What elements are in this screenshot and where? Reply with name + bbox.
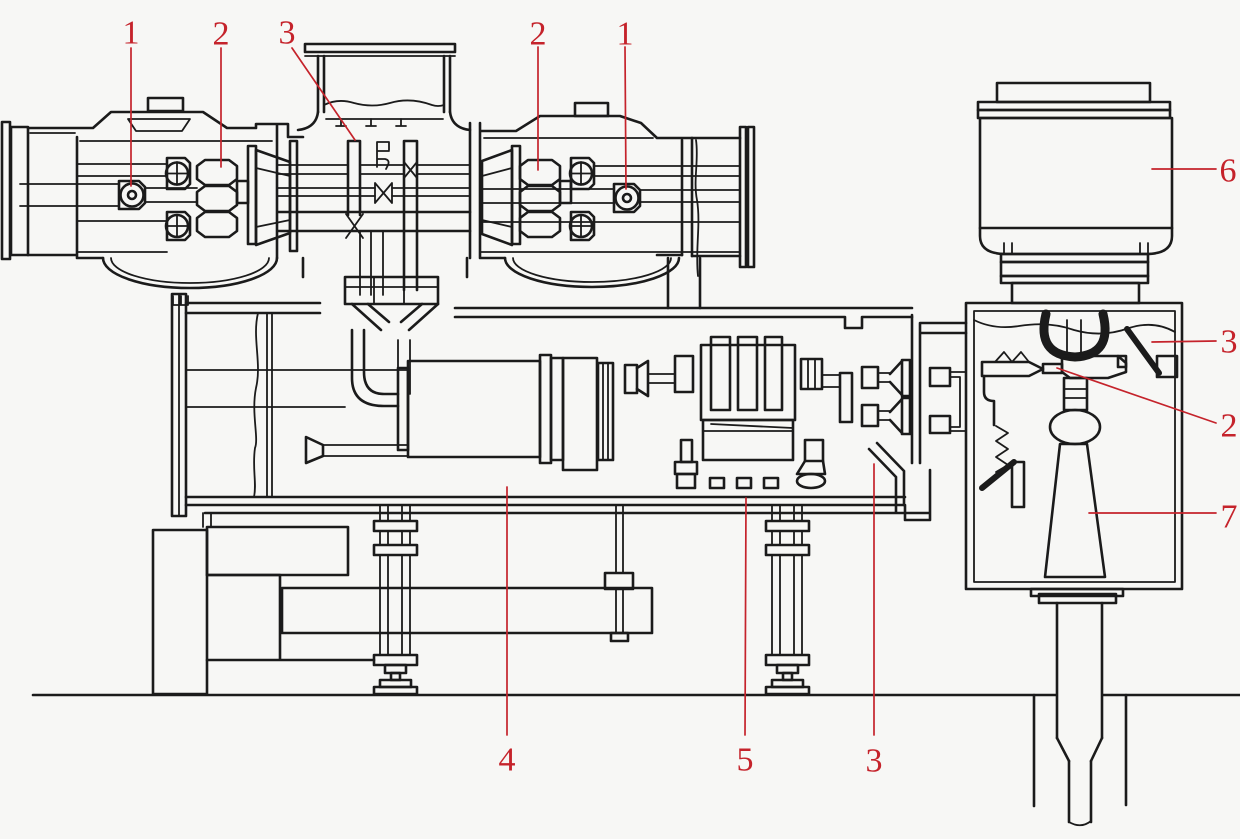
spindle-ball <box>1050 410 1100 444</box>
reducer-cone <box>248 141 297 251</box>
motor-body <box>980 118 1172 228</box>
metering-pump <box>701 337 795 460</box>
valve-right <box>797 440 825 488</box>
hex-nut-stack <box>197 160 248 237</box>
callout-label-1: 1 <box>123 15 140 52</box>
distribution-block <box>345 277 438 406</box>
callout-label-2: 2 <box>213 16 230 53</box>
housing-outline <box>28 112 303 258</box>
spindle-column <box>1043 356 1126 577</box>
callout-label-3: 3 <box>1221 324 1238 361</box>
bottom-bowl <box>505 258 679 287</box>
ground-and-foundation <box>33 505 1240 806</box>
left-pedestal <box>153 513 374 694</box>
serration <box>995 352 1029 362</box>
callout-label-5: 5 <box>737 742 754 779</box>
melt-level-line <box>974 320 1175 334</box>
top-left-filter-housing <box>2 98 303 305</box>
top-lug <box>575 103 608 116</box>
diagonal-brace <box>1127 329 1159 373</box>
spinneret-funnels <box>862 360 910 434</box>
box-inner <box>974 311 1175 582</box>
callout-label-2: 2 <box>1221 408 1238 445</box>
support-bracket <box>668 258 700 308</box>
cooling-fins <box>711 337 782 410</box>
middle-shaft <box>20 181 197 209</box>
housing-outline <box>470 116 692 258</box>
callout-leader-1 <box>625 47 626 189</box>
motor-cap <box>997 83 1150 102</box>
callout-label-3: 3 <box>279 15 296 52</box>
melt-level-line <box>324 100 444 106</box>
callout-label-6: 6 <box>1220 153 1237 190</box>
broken-end <box>1069 821 1091 825</box>
middle-shaft <box>480 184 740 212</box>
lower-shaft <box>480 212 740 252</box>
right-outlet-flange <box>740 127 754 267</box>
spindle-cone <box>1045 444 1105 577</box>
j-tube <box>352 330 398 406</box>
tie-rod <box>605 505 633 641</box>
callout-leader-3 <box>1152 341 1216 342</box>
pump-outlet-coupling <box>801 359 852 422</box>
motor-shoulder <box>980 228 1172 254</box>
injector-nozzle <box>306 437 408 463</box>
discharge-chute <box>869 443 904 512</box>
wall-stubs <box>930 368 966 433</box>
left-inlet-flange <box>2 122 28 259</box>
callout-label-7: 7 <box>1221 499 1238 536</box>
cross-beam <box>282 588 652 633</box>
top-right-filter-housing <box>470 103 754 308</box>
motor-neck <box>1012 283 1139 303</box>
bolt-circle-target-1 <box>616 187 639 210</box>
box-outer <box>966 303 1182 589</box>
coupling <box>625 356 693 396</box>
hex-nut-stack <box>520 160 571 237</box>
break-line <box>696 140 699 276</box>
bolt-circle-target-1 <box>121 184 144 207</box>
lower-shaft <box>77 212 190 252</box>
callout-label-3: 3 <box>866 743 883 780</box>
valve-internals <box>278 141 470 295</box>
spinning-beam-assembly <box>172 294 966 520</box>
valve-left <box>675 440 697 488</box>
right-wall <box>912 315 966 463</box>
duct-flange-plate <box>305 44 455 52</box>
top-tab <box>128 119 190 131</box>
top-lug <box>148 98 183 111</box>
callout-leader-2 <box>1057 368 1216 423</box>
bottom-bowl <box>103 258 277 288</box>
top-center-manifold <box>278 44 470 406</box>
callout-leader-3 <box>292 48 355 140</box>
bottom-rail <box>186 470 930 520</box>
barrel-cylinder <box>398 355 563 463</box>
spinneret-pack-row <box>710 478 778 488</box>
callouts: 1 2 3 2 1 6 3 2 7 4 5 3 <box>123 15 1238 780</box>
callout-leader-5 <box>745 498 746 735</box>
callout-label-4: 4 <box>499 742 516 779</box>
pit-walls <box>1034 695 1126 806</box>
upper-shaft <box>570 158 740 189</box>
callout-label-2: 2 <box>530 16 547 53</box>
riser-duct <box>298 44 470 130</box>
drive-motor <box>978 83 1172 303</box>
support-jack-right <box>766 505 809 694</box>
valve-symbol <box>377 142 389 169</box>
down-pipe <box>1057 603 1102 825</box>
gearbox-block <box>563 358 613 470</box>
dash-marks <box>336 119 406 126</box>
callout-label-1: 1 <box>617 16 634 53</box>
top-rail <box>186 303 912 328</box>
support-jack-left <box>374 505 417 694</box>
reducer-cone <box>482 146 520 245</box>
lever-bracket <box>982 352 1043 507</box>
upper-shaft <box>77 158 190 189</box>
break-line <box>254 313 258 497</box>
spinning-head-box <box>966 303 1182 603</box>
y-funnel <box>352 304 438 330</box>
left-end-plate <box>172 294 186 516</box>
thread-guide-hook <box>1044 314 1105 357</box>
